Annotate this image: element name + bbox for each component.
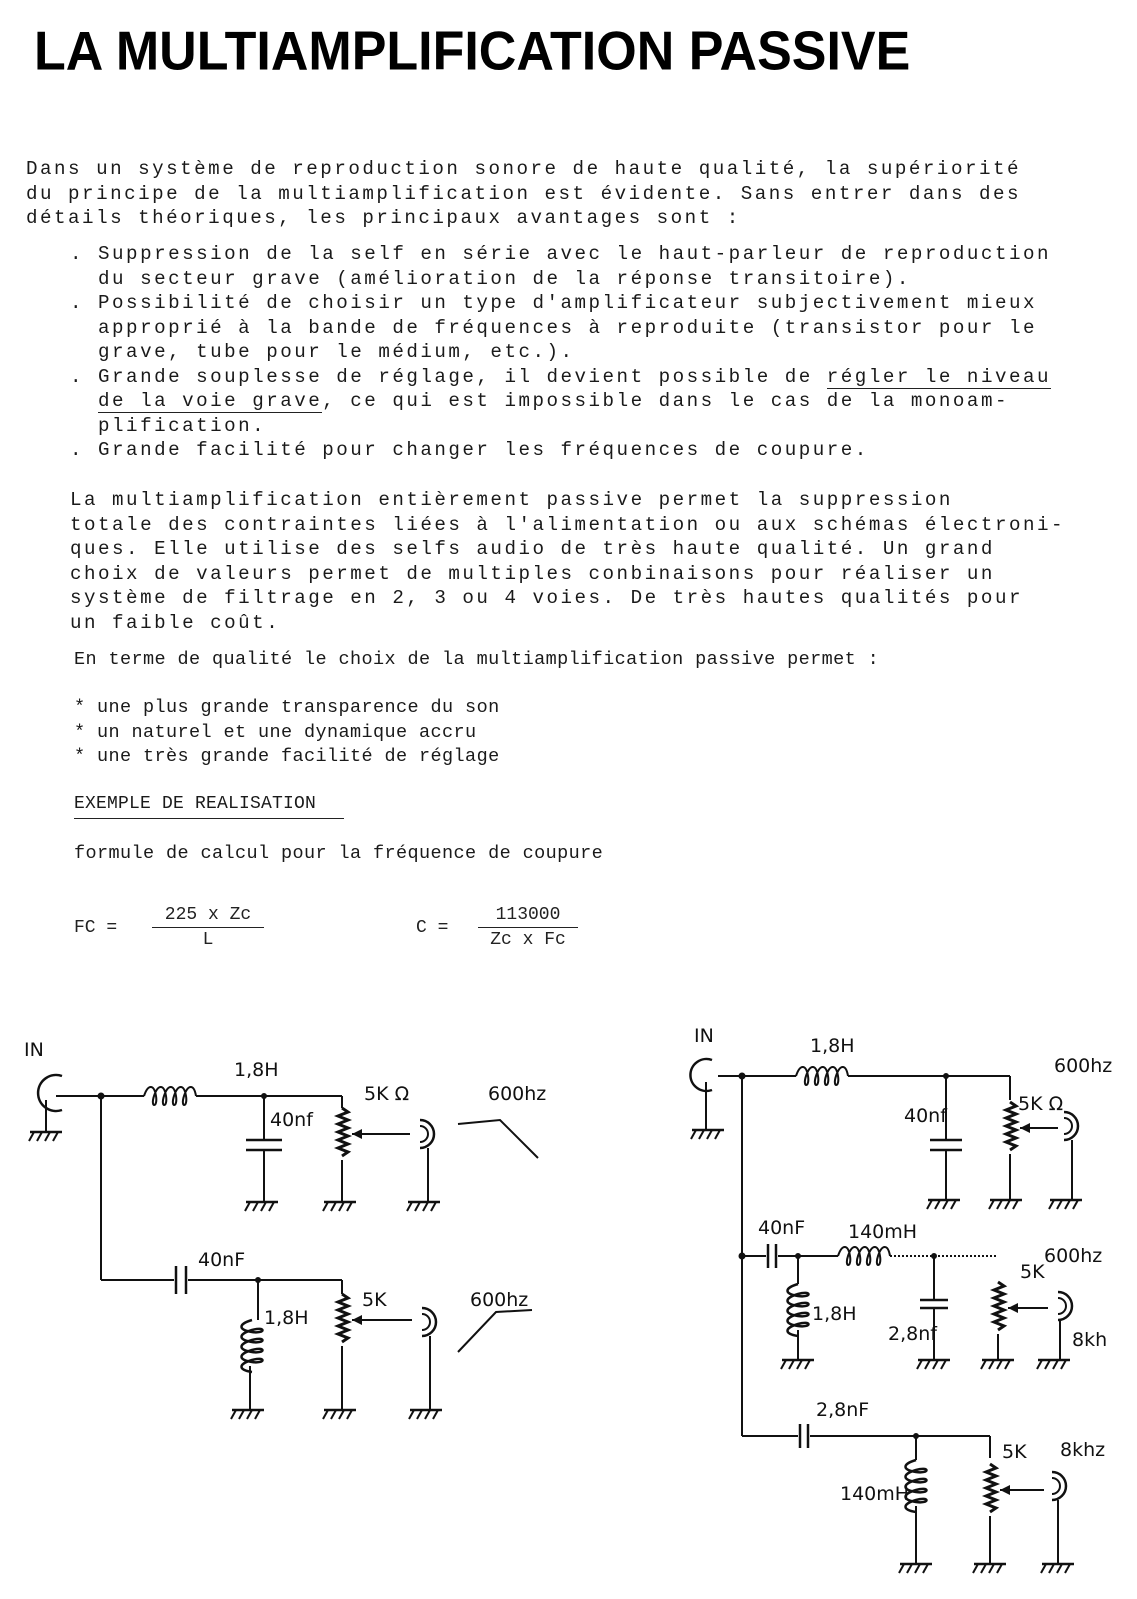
- left-bottom-inductor: [240, 1318, 264, 1374]
- left-top-capacitor-label: 40nf: [270, 1109, 314, 1131]
- right-schematic: IN 1,8H 40nf 5K Ω: [689, 1025, 1112, 1575]
- left-input-label: IN: [24, 1039, 44, 1061]
- right-input-label: IN: [694, 1025, 714, 1047]
- advantages-list: . Suppression de la self en série avec l…: [70, 242, 1110, 463]
- left-top-pot-label: 5K Ω: [364, 1083, 409, 1105]
- quality-intro: En terme de qualité le choix de la multi…: [74, 649, 880, 670]
- right-c2-label: 40nF: [758, 1217, 805, 1239]
- advantage-item: . Possibilité de choisir un type d'ampli…: [70, 292, 1037, 363]
- left-schematic: IN 1,8H 40nf 5K Ω: [24, 1039, 546, 1421]
- right-output3-jack: [1050, 1470, 1068, 1502]
- underlined-text: de la voie grave: [98, 390, 323, 413]
- left-bottom-capacitor-label: 40nF: [198, 1249, 245, 1271]
- right-pot1-label: 5K Ω: [1018, 1093, 1063, 1115]
- left-top-frequency-label: 600hz: [488, 1083, 546, 1105]
- right-l2-inductor: [837, 1246, 891, 1266]
- formula-fc-fraction: 225 x Zc L: [152, 905, 264, 950]
- underlined-text: régler le niveau: [826, 365, 1052, 389]
- quality-list: * une plus grande transparence du son * u…: [74, 696, 500, 770]
- left-bottom-inductor-label: 1,8H: [264, 1307, 309, 1329]
- right-l1-label: 1,8H: [810, 1035, 855, 1057]
- left-bottom-output-jack: [420, 1306, 438, 1338]
- right-freq2b-label: 8kh: [1072, 1329, 1107, 1351]
- left-bottom-potentiometer: [336, 1292, 350, 1344]
- right-input-jack: [689, 1057, 713, 1093]
- right-c2-shunt-label: 2,8nf: [888, 1323, 938, 1345]
- left-top-potentiometer: [336, 1106, 350, 1158]
- formula-c-denominator: Zc x Fc: [490, 930, 566, 950]
- advantage-item: . Suppression de la self en série avec l…: [70, 243, 1052, 290]
- advantage-item: . Grande facilité pour changer les fréqu…: [70, 439, 869, 461]
- advantage-text: , ce qui est impossible dans le cas de l…: [98, 390, 1009, 437]
- left-bottom-pot-label: 5K: [362, 1289, 387, 1311]
- page-title: LA MULTIAMPLIFICATION PASSIVE: [34, 21, 911, 82]
- formula-c-fraction: 113000 Zc x Fc: [478, 905, 578, 950]
- right-c1-label: 40nf: [904, 1105, 948, 1127]
- left-top-inductor-label: 1,8H: [234, 1059, 279, 1081]
- advantage-text: . Grande souplesse de réglage, il devien…: [70, 365, 827, 388]
- left-top-inductor: [143, 1086, 197, 1106]
- left-top-output-jack: [418, 1118, 436, 1150]
- right-pot3: [984, 1462, 998, 1514]
- list-item: * un naturel et une dynamique accru: [74, 721, 477, 743]
- schematics: IN 1,8H 40nf 5K Ω: [24, 1025, 1112, 1575]
- right-pot3-label: 5K: [1002, 1441, 1027, 1463]
- left-bottom-frequency-label: 600hz: [470, 1289, 528, 1311]
- right-pot2-label: 5K: [1020, 1261, 1045, 1283]
- right-l3-shunt-label: 140mH: [840, 1483, 909, 1505]
- right-pot1: [1004, 1100, 1018, 1152]
- formula-fc-numerator: 225 x Zc: [152, 905, 264, 928]
- formula-fc-denominator: L: [202, 930, 214, 950]
- formula-c-lhs: C =: [416, 918, 449, 938]
- right-freq2a-label: 600hz: [1044, 1245, 1102, 1267]
- formula-c-numerator: 113000: [478, 905, 578, 928]
- right-l2-label: 140mH: [848, 1221, 917, 1243]
- right-freq1-label: 600hz: [1054, 1055, 1112, 1077]
- right-c3-label: 2,8nF: [816, 1399, 869, 1421]
- right-l2-shunt-label: 1,8H: [812, 1303, 857, 1325]
- right-freq3-label: 8khz: [1060, 1439, 1105, 1461]
- passive-paragraph: La multiamplification entièrement passiv…: [70, 489, 1066, 634]
- advantage-item: . Grande souplesse de réglage, il devien…: [70, 365, 1052, 437]
- right-l2-shunt-inductor: [786, 1282, 810, 1338]
- section-heading: EXEMPLE DE REALISATION: [74, 794, 344, 819]
- formula-fc-lhs: FC =: [74, 918, 118, 938]
- list-item: * une plus grande transparence du son: [74, 697, 500, 718]
- right-pot2: [992, 1280, 1006, 1332]
- right-output2-jack: [1056, 1290, 1074, 1322]
- list-item: * une très grande facilité de réglage: [74, 746, 500, 767]
- intro-paragraph: Dans un système de reproduction sonore d…: [26, 158, 1022, 229]
- left-input-jack: [36, 1073, 63, 1113]
- right-l1-inductor: [795, 1066, 849, 1086]
- right-output1-jack: [1062, 1110, 1080, 1142]
- formula-caption: formule de calcul pour la fréquence de c…: [74, 843, 604, 864]
